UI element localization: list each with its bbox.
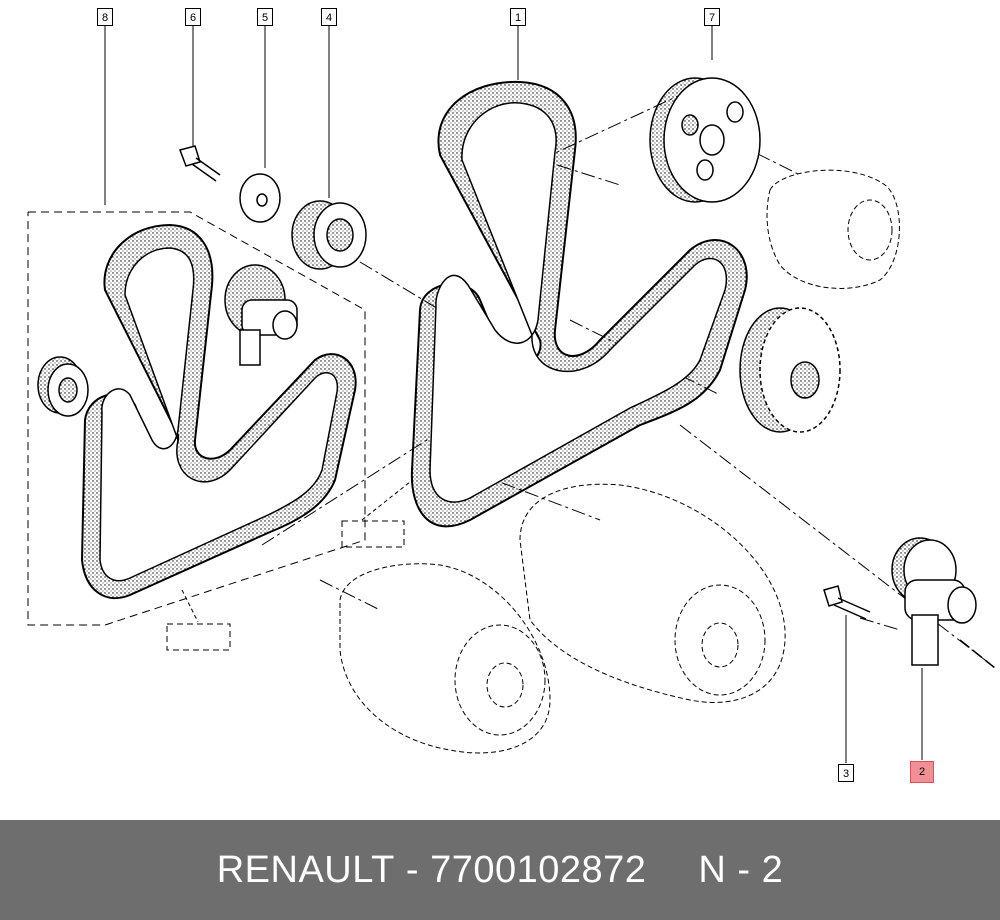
note-box-left bbox=[166, 623, 231, 651]
power-steering-pump bbox=[766, 169, 900, 289]
crank-pulley bbox=[739, 307, 841, 433]
left-tensioner bbox=[224, 264, 298, 366]
brand-name: RENAULT bbox=[216, 848, 395, 891]
leader-lines bbox=[104, 26, 923, 763]
bolt-6 bbox=[179, 145, 221, 182]
bolt-3 bbox=[823, 585, 871, 620]
washer-5 bbox=[239, 173, 281, 223]
ac-compressor bbox=[519, 483, 786, 703]
callout-8: 8 bbox=[97, 8, 113, 26]
callout-4: 4 bbox=[321, 8, 337, 26]
reference-label: N - 2 bbox=[698, 848, 784, 891]
alternator bbox=[339, 563, 551, 754]
callout-1: 1 bbox=[510, 8, 526, 26]
belt-8 bbox=[80, 223, 357, 600]
left-assembly-outline bbox=[27, 211, 366, 626]
callout-6: 6 bbox=[185, 8, 201, 26]
callout-5: 5 bbox=[257, 8, 273, 26]
part-number: 7700102872 bbox=[430, 848, 647, 891]
footer-banner: RENAULT - 7700102872 N - 2 bbox=[0, 820, 1000, 920]
separator: - bbox=[405, 848, 419, 891]
idler-pulley-4 bbox=[291, 200, 367, 270]
tensioner-2 bbox=[891, 537, 996, 669]
pulley-7 bbox=[649, 77, 761, 203]
note-box-center bbox=[341, 520, 405, 548]
callout-3: 3 bbox=[838, 764, 854, 782]
callout-2-highlighted: 2 bbox=[910, 761, 934, 783]
parts-diagram: 8 6 5 4 1 7 3 2 bbox=[27, 8, 996, 783]
left-idler-pulley bbox=[37, 356, 89, 417]
callout-7: 7 bbox=[704, 8, 720, 26]
accessory-belt-1 bbox=[410, 80, 748, 528]
